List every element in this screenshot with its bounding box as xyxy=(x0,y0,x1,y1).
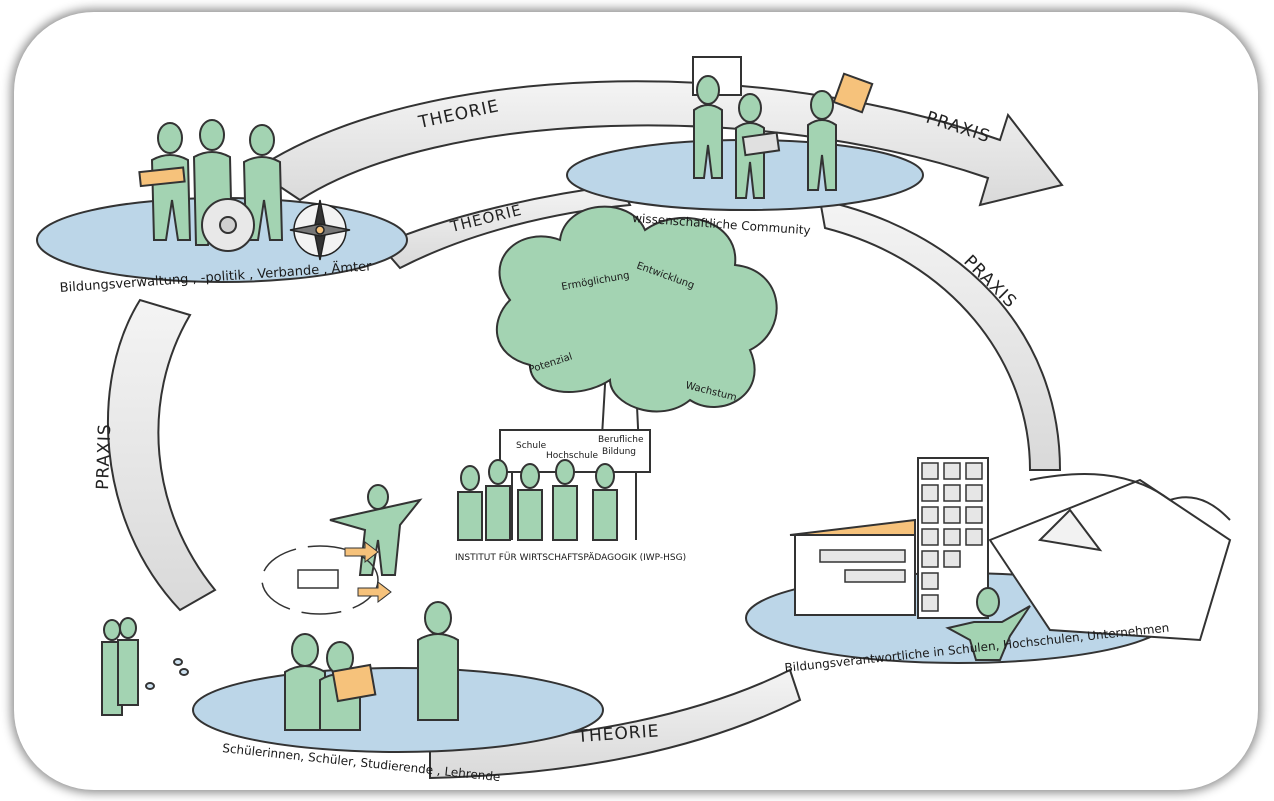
learner-figures xyxy=(284,484,459,731)
buildings xyxy=(789,457,1232,642)
institute-figures xyxy=(457,459,618,541)
practitioner-figure xyxy=(945,587,1031,661)
diagram-frame: THEORIE PRAXIS THEORIE PRAXIS PRAXIS THE… xyxy=(14,12,1258,790)
sign-berufliche: Berufliche xyxy=(598,435,644,445)
right-praxis-band xyxy=(818,198,1062,471)
compass-icon xyxy=(289,199,351,261)
label-left-praxis: PRAXIS xyxy=(93,423,115,490)
tree: Ermöglichung Entwicklung Potenzial Wachs… xyxy=(496,205,778,471)
tree-crown xyxy=(496,205,778,413)
community-figures xyxy=(692,56,874,199)
walking-figures xyxy=(101,617,189,716)
sign-bildung: Bildung xyxy=(602,447,636,457)
institute-label: INSTITUT FÜR WIRTSCHAFTSPÄDAGOGIK (IWP-H… xyxy=(455,552,686,563)
sign-schule: Schule xyxy=(516,441,547,451)
inner-theorie-band xyxy=(378,183,632,270)
admin-figures xyxy=(138,119,284,252)
book-swirl xyxy=(261,540,392,615)
cycle-diagram: THEORIE PRAXIS THEORIE PRAXIS PRAXIS THE… xyxy=(36,56,1232,784)
left-praxis-band xyxy=(106,298,217,612)
platform-learners xyxy=(192,667,604,753)
sign-hochschule: Hochschule xyxy=(546,451,598,461)
